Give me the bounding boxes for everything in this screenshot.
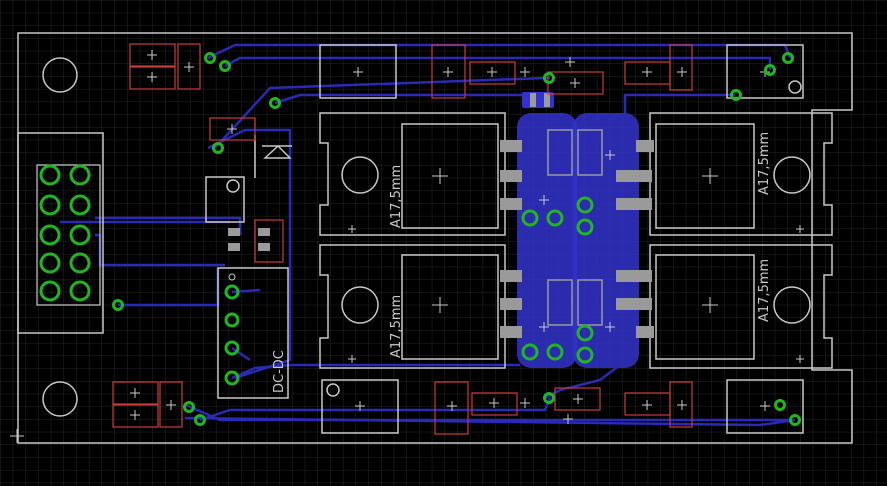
component-outlines	[205, 44, 804, 434]
mounting-holes	[42, 57, 78, 417]
heatsink-top-right	[649, 112, 833, 236]
origin-marker	[10, 429, 24, 443]
heatsink-label-bottom-right: A17,5mm	[757, 259, 772, 322]
heatsink-bottom-left	[319, 244, 506, 369]
pad-centers	[130, 50, 804, 424]
dcdc-module	[217, 267, 289, 399]
heatsink-label-top-right: A17,5mm	[757, 132, 772, 195]
heatsink-label-top-left: A17,5mm	[389, 165, 404, 228]
heatsink-label-bottom-left: A17,5mm	[389, 295, 404, 358]
dcdc-label: DC-DC	[272, 350, 287, 393]
heatsink-bottom-right	[649, 244, 833, 369]
heatsink-top-left	[319, 112, 506, 236]
smd-pads	[228, 93, 550, 251]
pin-header-connector	[17, 132, 104, 334]
transistor-leads	[500, 129, 654, 338]
vias	[112, 52, 801, 426]
pad-outlines	[112, 43, 693, 435]
board-outline	[17, 32, 853, 444]
